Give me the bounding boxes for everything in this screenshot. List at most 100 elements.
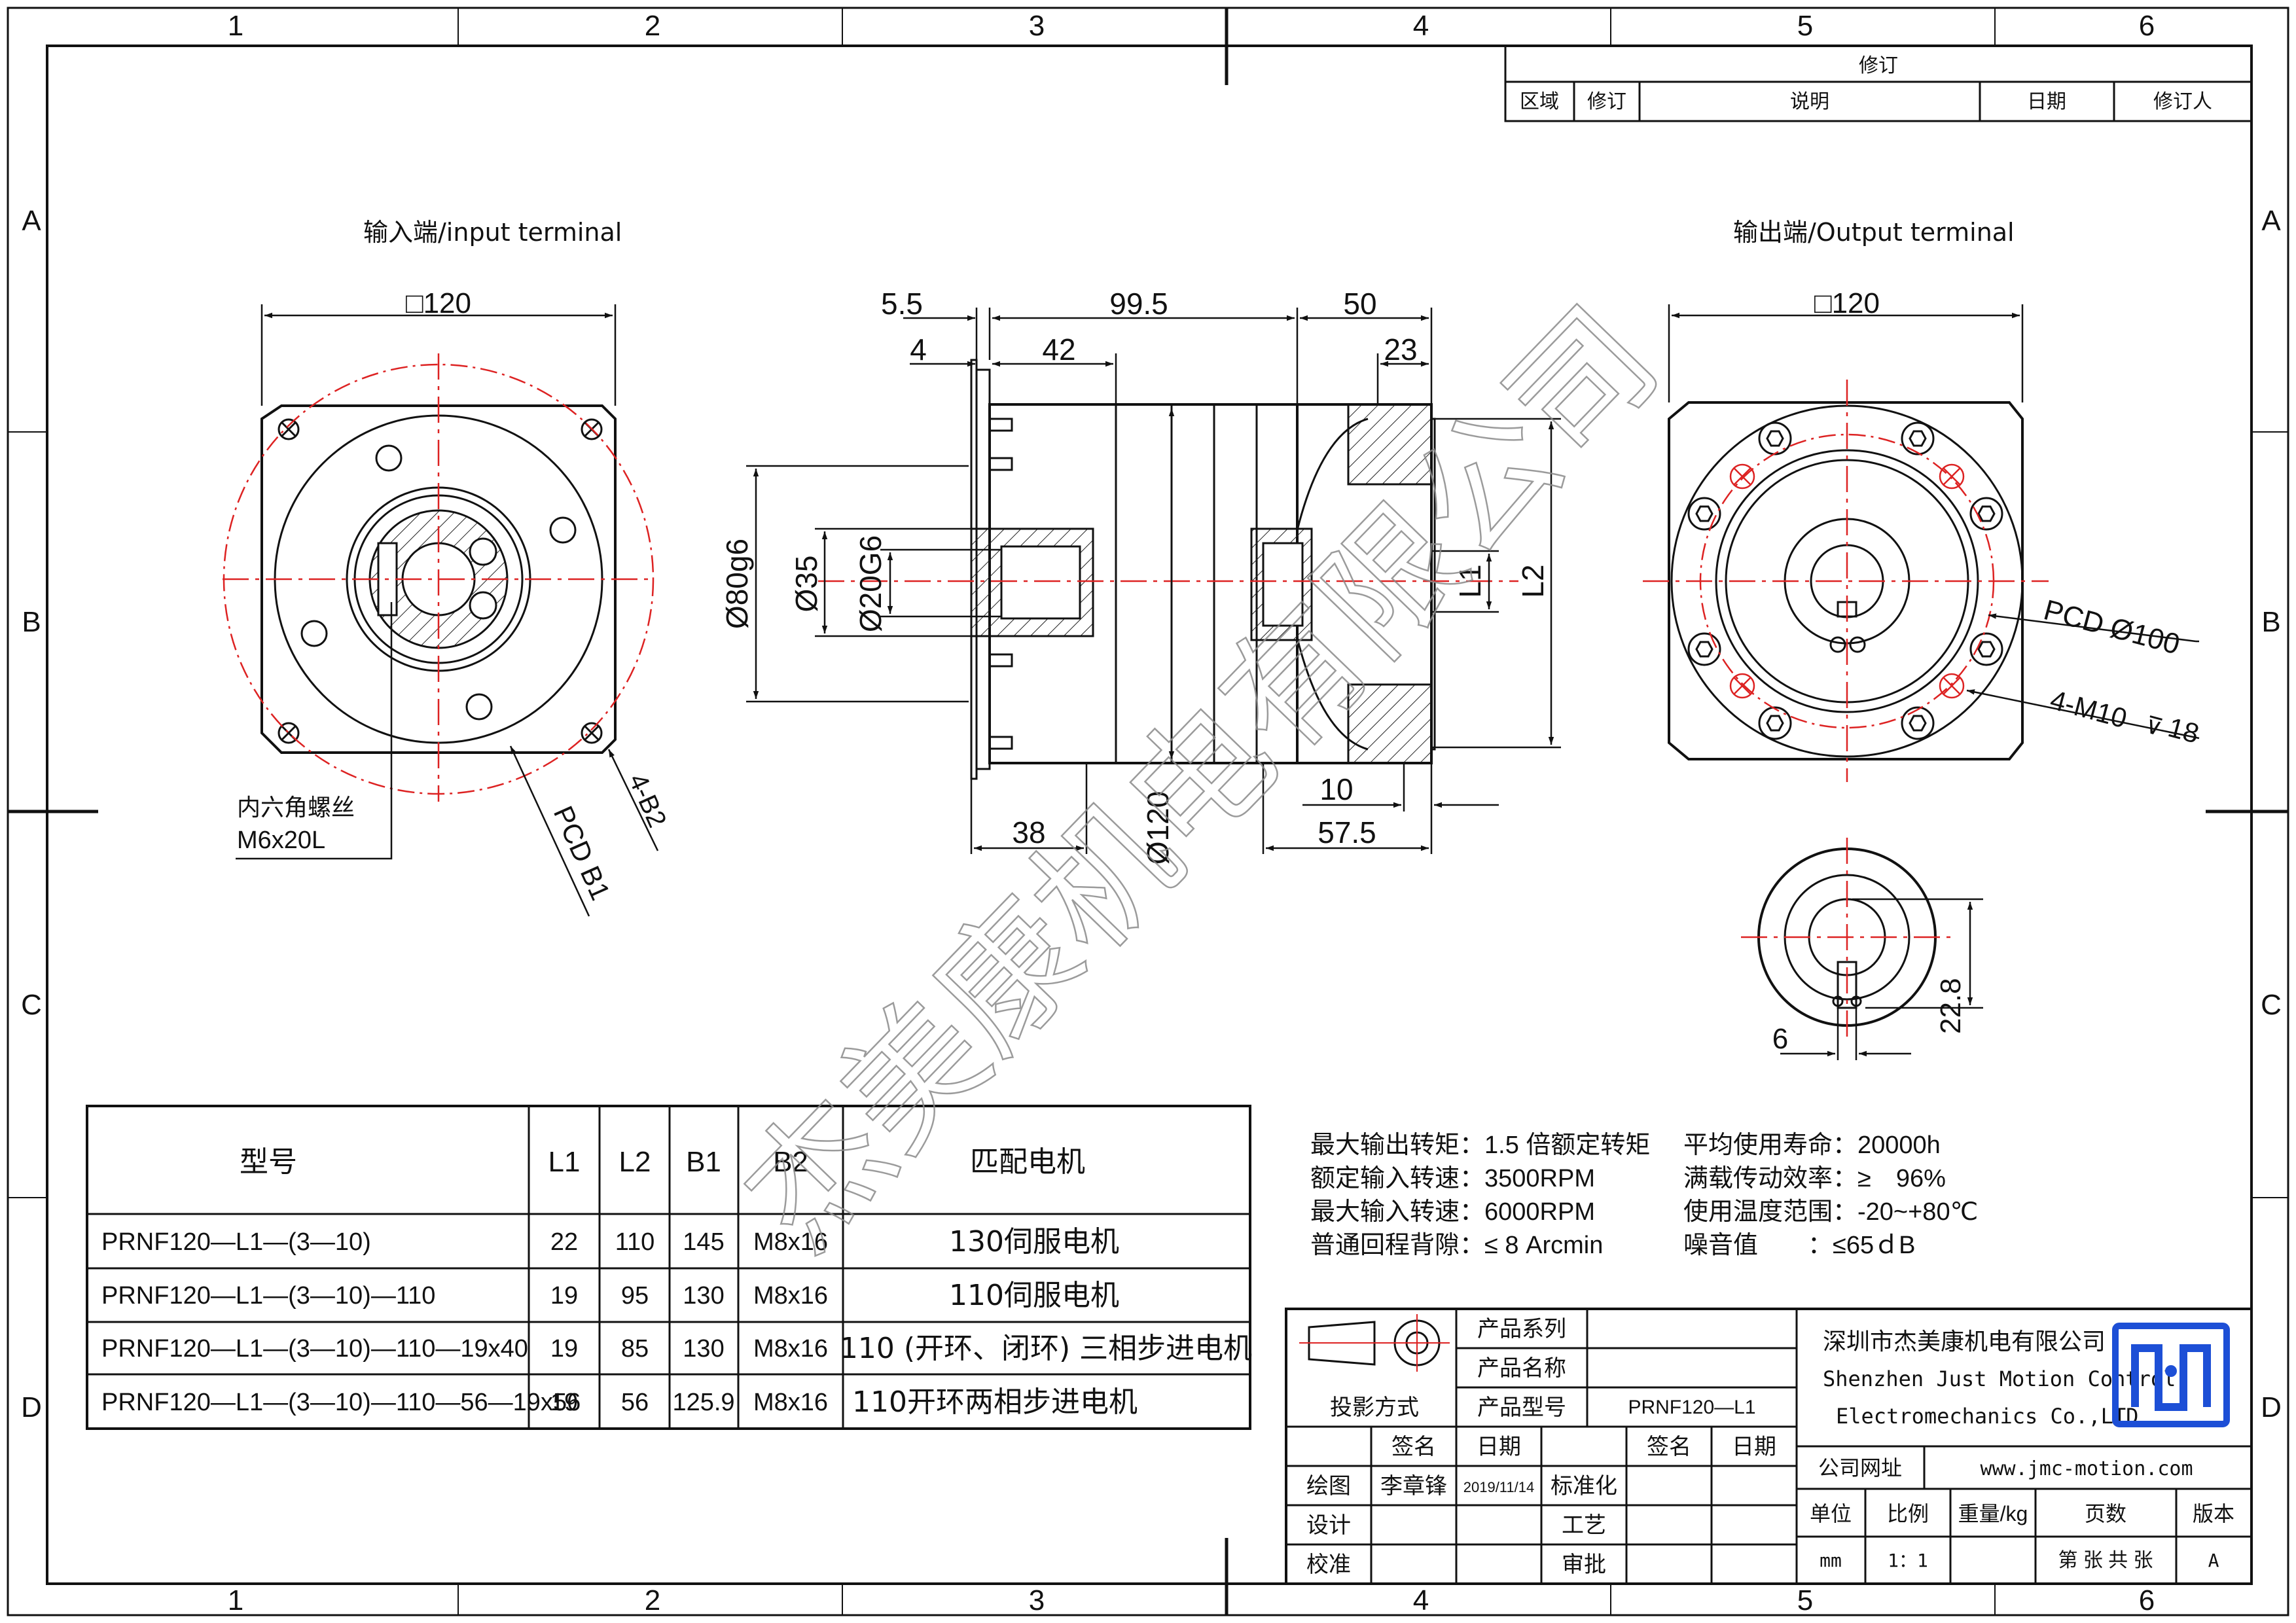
table-cell: 110伺服电机	[949, 1279, 1119, 1312]
input-b2-dim: 4-B2	[623, 770, 672, 832]
tb-sign-label: 签名	[1391, 1435, 1436, 1459]
table-cell: 22	[550, 1228, 578, 1256]
output-pcd-dim: PCD Ø100	[2040, 594, 2183, 660]
col-label: 3	[1029, 1584, 1045, 1616]
revision-header-reviser: 修订人	[2153, 91, 2212, 113]
tb-sign-label-2: 签名	[1647, 1435, 1691, 1459]
col-label: 6	[2139, 1584, 2155, 1616]
table-cell: 19	[550, 1335, 578, 1363]
dim-80: Ø80g6	[720, 539, 754, 629]
table-cell: 56	[621, 1389, 649, 1416]
dim-23: 23	[1384, 332, 1417, 366]
table-header-l2: L2	[619, 1146, 651, 1178]
tb-model-value: PRNF120—L1	[1628, 1397, 1755, 1418]
drawing-frame	[7, 7, 2289, 1616]
input-square-dim: □120	[406, 287, 471, 319]
table-cell: 125.9	[672, 1389, 734, 1416]
output-terminal-view: 输出端/Output terminal	[1643, 218, 2202, 782]
tb-scale: 1：1	[1888, 1550, 1928, 1571]
spec-max-output-torque: 最大输出转矩：1.5 倍额定转矩	[1310, 1132, 1650, 1159]
dim-l2: L2	[1516, 564, 1550, 597]
row-label: D	[2261, 1391, 2282, 1423]
dim-42: 42	[1042, 332, 1075, 366]
table-header-l1: L1	[548, 1146, 581, 1178]
output-thread-depth: 18	[2165, 711, 2202, 749]
table-cell: 95	[621, 1282, 649, 1310]
screw-spec-line1: 内六角螺丝	[237, 794, 355, 821]
output-square-dim: □120	[1814, 287, 1880, 319]
spec-rated-input-speed: 额定输入转速：3500RPM	[1310, 1165, 1595, 1192]
table-cell: 19	[550, 1282, 578, 1310]
col-label: 4	[1413, 1584, 1429, 1616]
tb-draw-label: 绘图	[1306, 1474, 1351, 1499]
table-cell: PRNF120—L1—(3—10)	[101, 1228, 371, 1256]
table-row: PRNF120—L1—(3—10) 22 110 145 M8x16 130伺服…	[101, 1225, 1119, 1258]
row-label: A	[22, 205, 41, 237]
tb-weight-label: 重量/kg	[1958, 1502, 2028, 1525]
tb-standard-label: 标准化	[1551, 1474, 1617, 1499]
title-block: 产品系列 产品名称 产品型号 投影方式 PRNF120—L1 签名 日期 签名 …	[1285, 1308, 2253, 1585]
revision-header-desc: 说明	[1790, 91, 1829, 113]
col-label: 1	[228, 10, 243, 42]
table-cell: 130伺服电机	[949, 1225, 1119, 1258]
dim-120: Ø120	[1141, 791, 1175, 865]
table-cell: 19	[550, 1389, 578, 1416]
tb-draw-date: 2019/11/14	[1463, 1479, 1534, 1495]
tb-date-label: 日期	[1477, 1435, 1521, 1459]
dim-38: 38	[1012, 815, 1045, 849]
table-header-b2: B2	[773, 1146, 808, 1178]
table-cell: 110开环两相步进电机	[852, 1385, 1138, 1419]
table-cell: M8x16	[753, 1335, 828, 1363]
tb-process-label: 工艺	[1562, 1513, 1606, 1538]
col-label: 2	[645, 1584, 660, 1616]
company-logo	[2112, 1323, 2230, 1427]
dim-4: 4	[910, 332, 927, 366]
tb-design-label: 设计	[1306, 1513, 1351, 1538]
tb-version: A	[2208, 1550, 2219, 1571]
input-terminal-view: 输入端/input terminal	[223, 218, 672, 917]
company-name-en-1: Shenzhen Just Motion Control	[1823, 1366, 2176, 1391]
table-row: PRNF120—L1—(3—10)—110—19x40 19 85 130 M8…	[101, 1332, 1252, 1365]
table-cell: PRNF120—L1—(3—10)—110—19x40	[101, 1335, 528, 1363]
col-label: 3	[1029, 10, 1045, 42]
table-cell: M8x16	[753, 1282, 828, 1310]
tb-scale-label: 比例	[1887, 1502, 1929, 1525]
output-shaft	[1784, 518, 1910, 645]
output-tapped-holes	[1729, 463, 1965, 699]
side-section-view: 5.5 99.5 50 4 42 23 Ø80g6 Ø35 Ø20G6 Ø120…	[720, 287, 1561, 865]
tb-unit: mm	[1820, 1550, 1842, 1571]
spec-noise: 噪音值 ：≤65ｄB	[1683, 1232, 1915, 1259]
output-view-title: 输出端/Output terminal	[1733, 218, 2015, 247]
revision-header-area: 区域	[1520, 91, 1559, 113]
frame-zone-labels: 1 2 3 4 5 6 1 2 3 4 5 6 A B C D A B C D	[21, 10, 2282, 1616]
spec-max-input-speed: 最大输入转速：6000RPM	[1310, 1198, 1595, 1226]
table-cell: PRNF120—L1—(3—10)—110—56—19x56	[101, 1389, 581, 1416]
table-cell: 130	[683, 1335, 724, 1363]
company-name-cn: 深圳市杰美康机电有限公司	[1823, 1329, 2106, 1355]
spec-efficiency: 满载传动效率：≥ 96%	[1683, 1165, 1946, 1192]
dim-99-5: 99.5	[1109, 287, 1168, 321]
revision-header-date: 日期	[2027, 91, 2066, 113]
revision-header-rev: 修订	[1587, 91, 1626, 113]
table-cell: M8x16	[753, 1389, 828, 1416]
col-label: 2	[645, 10, 660, 42]
dim-5-5: 5.5	[881, 287, 923, 321]
thread-depth-icon: ⊽	[2142, 711, 2166, 741]
spec-service-life: 平均使用寿命：20000h	[1683, 1132, 1941, 1159]
table-cell: 145	[683, 1228, 724, 1256]
table-cell: M8x16	[753, 1228, 828, 1256]
dim-10: 10	[1319, 772, 1353, 806]
tb-version-label: 版本	[2193, 1502, 2234, 1525]
output-hex-bolts	[1687, 421, 2003, 740]
col-label: 4	[1413, 10, 1429, 42]
input-flange-outline	[260, 404, 617, 754]
spec-backlash: 普通回程背隙：≤ 8 Arcmin	[1310, 1232, 1603, 1259]
input-pcd-dim: PCD B1	[548, 802, 617, 905]
tb-pages-value: 第 张 共 张	[2058, 1550, 2153, 1571]
col-label: 5	[1797, 10, 1813, 42]
company-watermark: 杰美康机电有限公司	[713, 278, 1688, 1279]
tb-website: www.jmc-motion.com	[1980, 1457, 2193, 1480]
tb-projection-label: 投影方式	[1330, 1395, 1419, 1420]
specifications: 最大输出转矩：1.5 倍额定转矩 额定输入转速：3500RPM 最大输入转速：6…	[1310, 1132, 1978, 1259]
